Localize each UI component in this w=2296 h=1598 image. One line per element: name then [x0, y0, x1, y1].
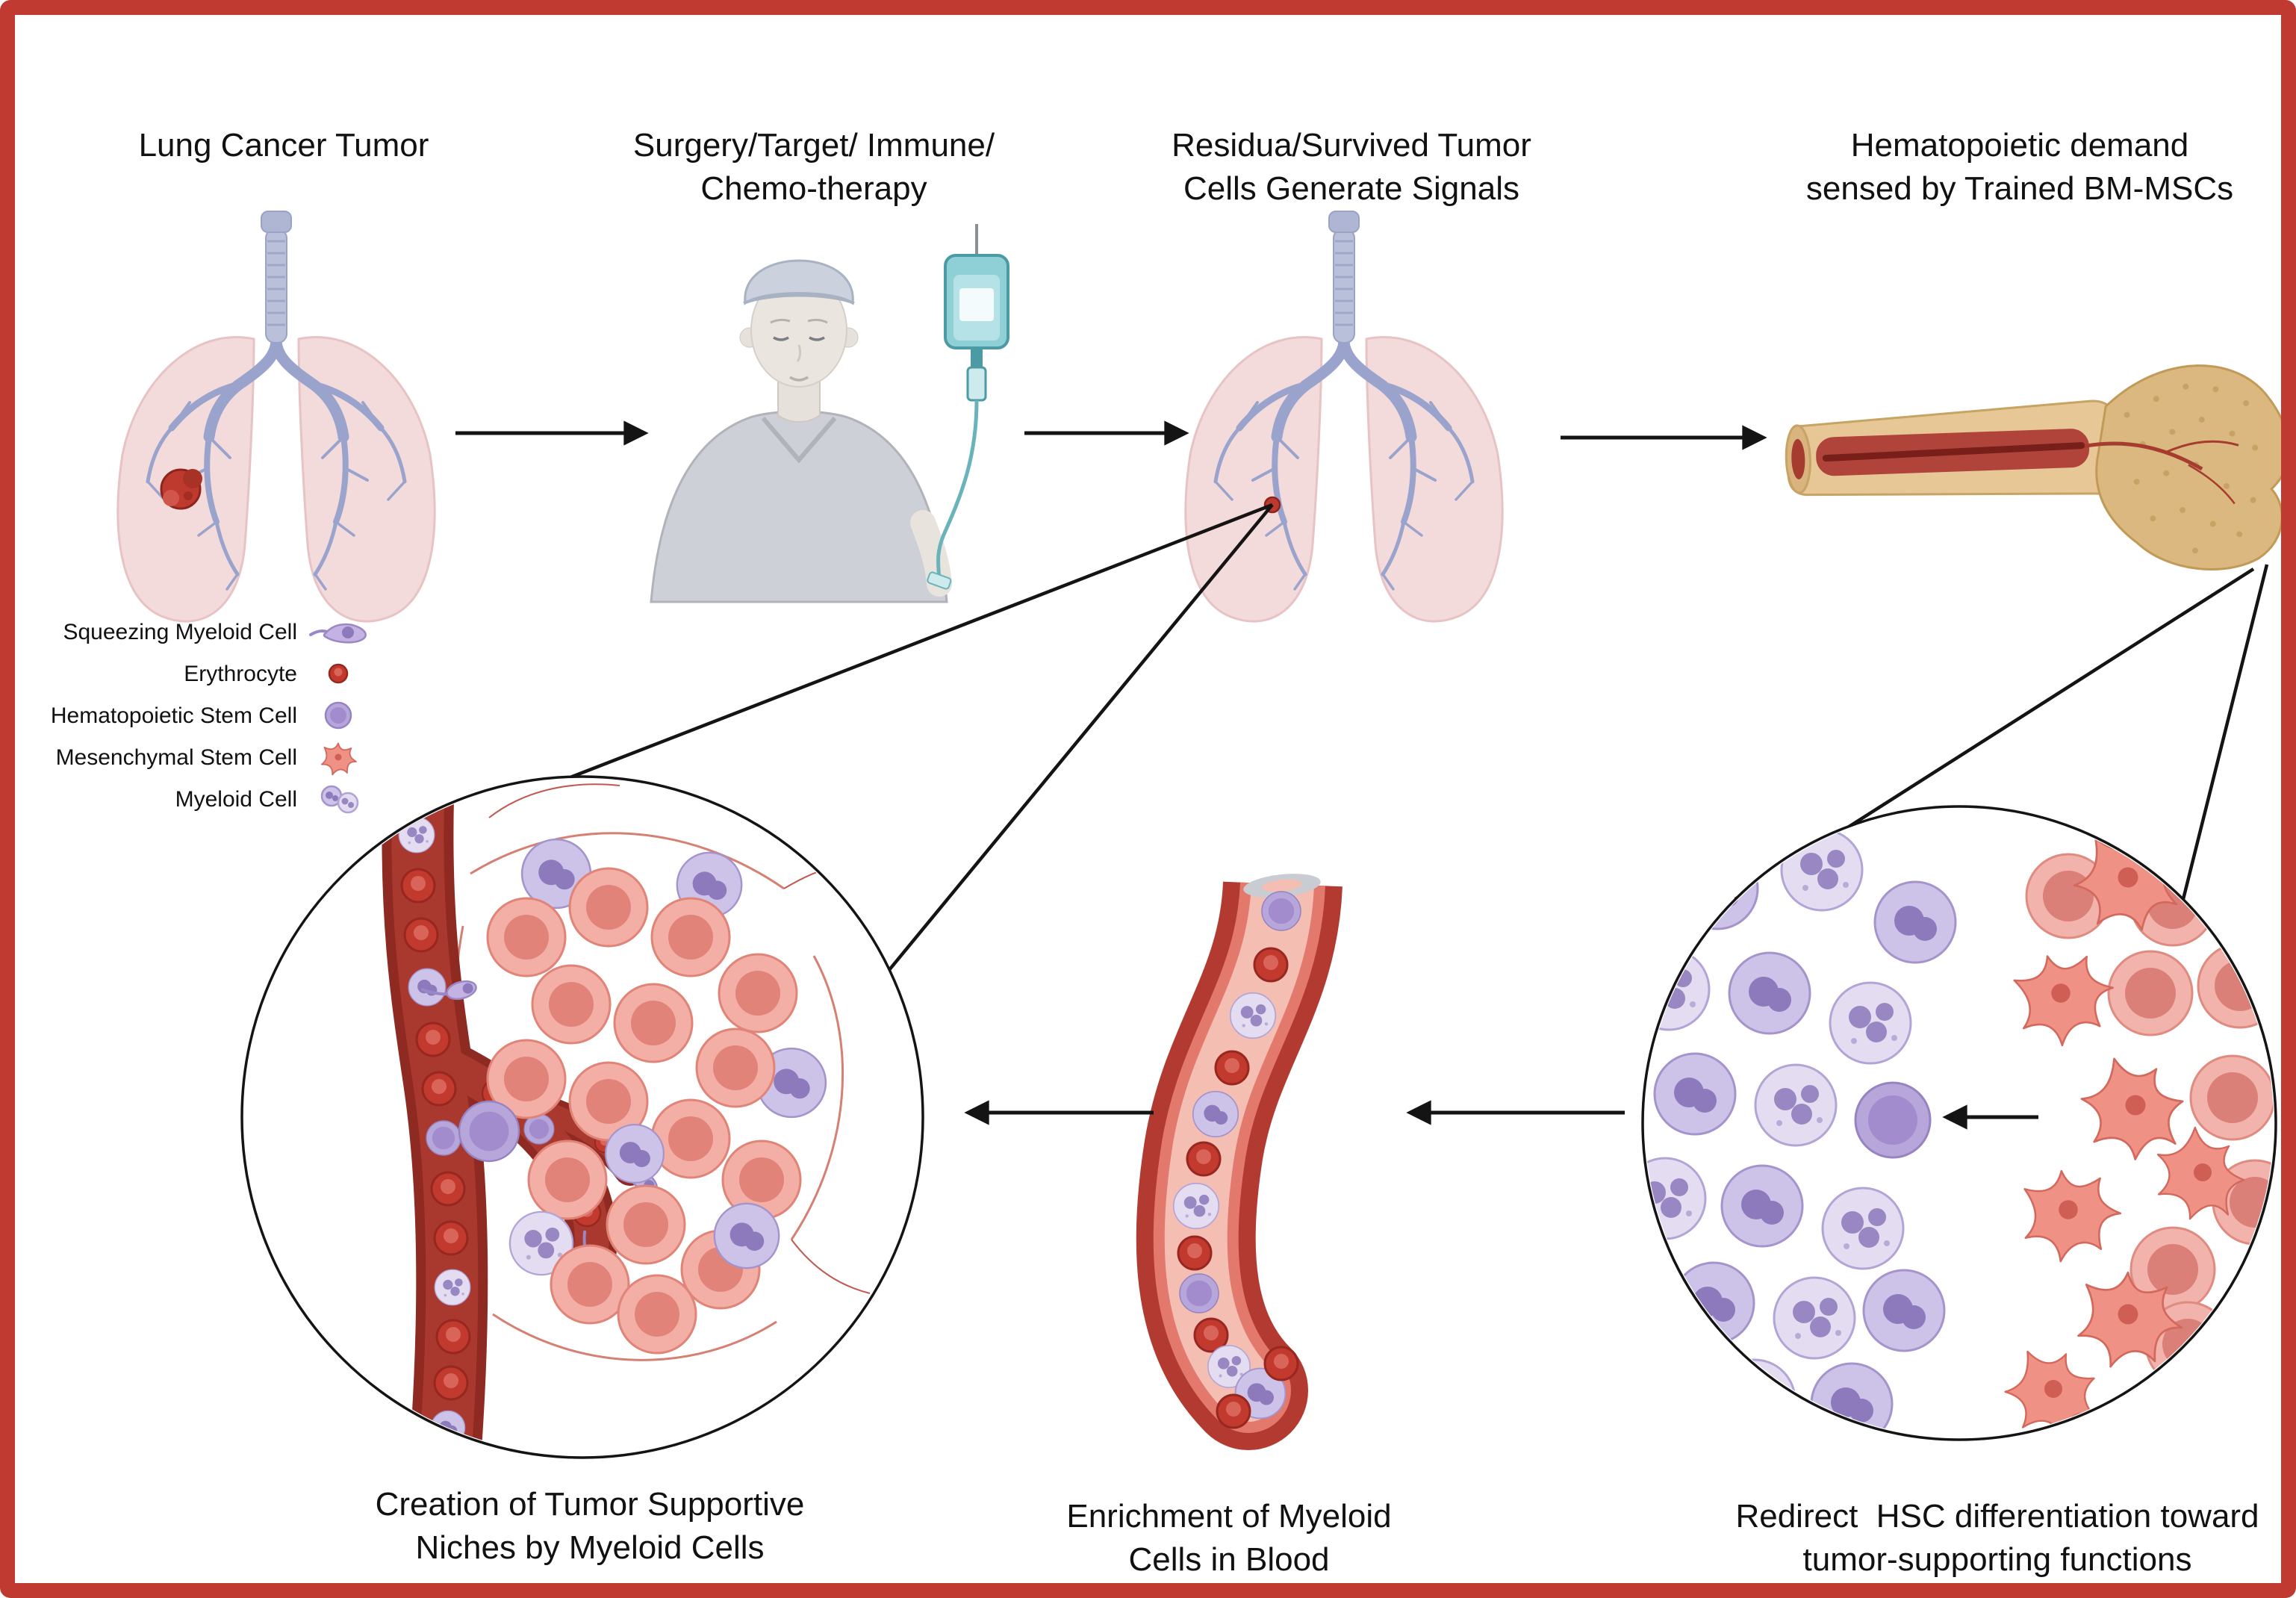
step2-label: Surgery/Target/ Immune/ Chemo-therapy — [632, 127, 995, 208]
legend-item-hematopoietic-stem-cell: Hematopoietic Stem Cell — [21, 697, 372, 733]
lungs-with-tumor-illustration — [118, 211, 435, 621]
myeloid-cell-icon — [320, 785, 359, 814]
patient-with-iv-therapy-illustration — [650, 259, 952, 603]
legend-label: Squeezing Myeloid Cell — [63, 619, 297, 644]
middle-caption: Enrichment of Myeloid Cells in Blood — [1066, 1498, 1392, 1579]
legend-label: Mesenchymal Stem Cell — [55, 744, 297, 770]
iv-drip-chamber — [966, 366, 987, 402]
flow-arrows — [455, 420, 1767, 1125]
patient-scrub-top — [650, 410, 948, 603]
mesenchymal-stem-cell-icon — [320, 742, 357, 776]
legend-item-squeezing-myeloid-cell: Squeezing Myeloid Cell — [21, 614, 372, 650]
legend-item-myeloid-cell: Myeloid Cell — [21, 781, 372, 817]
step3-label: Residua/Survived Tumor Cells Generate Si… — [1172, 127, 1531, 208]
legend: Squeezing Myeloid Cell Erythrocyte Hemat… — [21, 614, 372, 817]
legend-item-erythrocyte: Erythrocyte — [21, 656, 372, 691]
erythrocyte-icon — [328, 663, 349, 684]
iv-drip-illustration — [927, 224, 1009, 590]
surgical-cap — [744, 259, 854, 305]
step1-label: Lung Cancer Tumor — [138, 127, 429, 164]
left-caption: Creation of Tumor Supportive Niches by M… — [375, 1486, 805, 1567]
femur-bone-marrow-illustration — [1785, 364, 2290, 571]
squeezing-myeloid-cell-icon — [309, 623, 367, 644]
legend-item-mesenchymal-stem-cell: Mesenchymal Stem Cell — [21, 739, 372, 776]
legend-label: Erythrocyte — [184, 661, 297, 686]
step4-label: Hematopoietic demand sensed by Trained B… — [1805, 127, 2234, 208]
bone-marrow-magnified-view — [1641, 805, 2277, 1441]
iv-tube — [936, 400, 979, 583]
legend-label: Myeloid Cell — [175, 786, 297, 812]
blood-vessel-illustration — [1136, 874, 1343, 1450]
lungs-with-residual-tumor-illustration — [1186, 211, 1502, 621]
hematopoietic-stem-cell-icon — [324, 701, 352, 730]
right-caption: Redirect HSC differentiation toward tumo… — [1735, 1498, 2259, 1579]
lung-tumor-mass — [160, 468, 202, 510]
legend-label: Hematopoietic Stem Cell — [50, 703, 297, 728]
tumor-niche-magnified-view — [240, 775, 924, 1459]
